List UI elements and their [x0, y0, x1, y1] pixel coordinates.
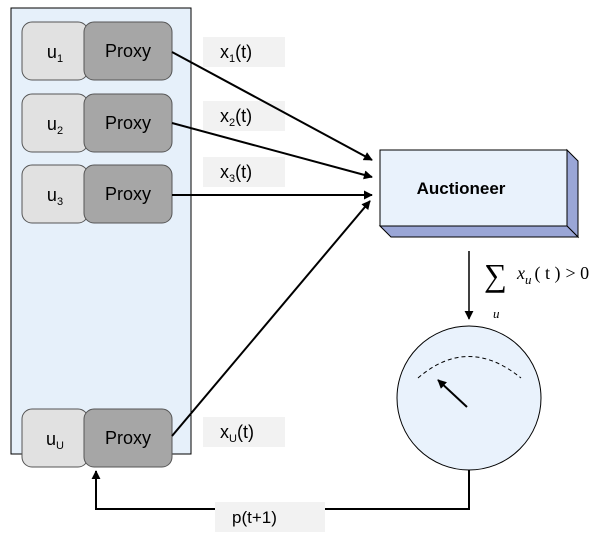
users-panel [10, 7, 192, 455]
sum-condition: ∑ u xu( t )> 0 [484, 257, 589, 321]
sum-index: u [493, 306, 500, 321]
signal-arrow-U [171, 200, 371, 437]
auctioneer-box-bottom [378, 225, 580, 238]
sum-term: xu( t )> 0 [516, 263, 589, 287]
user-row-3: u3 Proxy [21, 164, 173, 224]
user-label: uU [46, 429, 64, 452]
signal-label-bg [203, 157, 285, 187]
proxy-label: Proxy [105, 184, 151, 204]
proxy-label: Proxy [105, 428, 151, 448]
signal-label-2: x2(t) [220, 106, 252, 129]
user-label: u3 [47, 185, 63, 208]
proxy-label: Proxy [105, 113, 151, 133]
proxy-box [83, 21, 173, 81]
signal-arrow-1 [171, 51, 373, 161]
auctioneer-box: Auctioneer [378, 148, 580, 239]
user-row-U: uU Proxy [21, 408, 173, 468]
proxy-box [83, 408, 173, 468]
signal-label-3: x3(t) [220, 162, 252, 185]
auctioneer-label: Auctioneer [417, 179, 506, 198]
user-row-2: u2 Proxy [21, 93, 173, 153]
feedback-label: p(t+1) [232, 508, 277, 527]
signal-label-U: xU(t) [220, 422, 254, 445]
user-row-1: u1 Proxy [21, 21, 173, 81]
gauge-needle [437, 379, 468, 408]
feedback-label-bg [215, 502, 325, 532]
signal-label-bg [203, 417, 285, 447]
gauge-dial [396, 325, 542, 471]
user-label: u1 [47, 42, 63, 65]
proxy-label: Proxy [105, 41, 151, 61]
gauge-scale [417, 356, 522, 379]
user-label: u2 [47, 114, 63, 137]
auctioneer-box-side [566, 148, 579, 239]
gauge [396, 325, 542, 471]
sum-symbol: ∑ [484, 257, 507, 293]
auctioneer-box-face [379, 149, 568, 227]
signal-arrow-2 [171, 122, 373, 180]
signal-label-bg [203, 37, 285, 67]
signal-label-1: x1(t) [220, 42, 252, 65]
